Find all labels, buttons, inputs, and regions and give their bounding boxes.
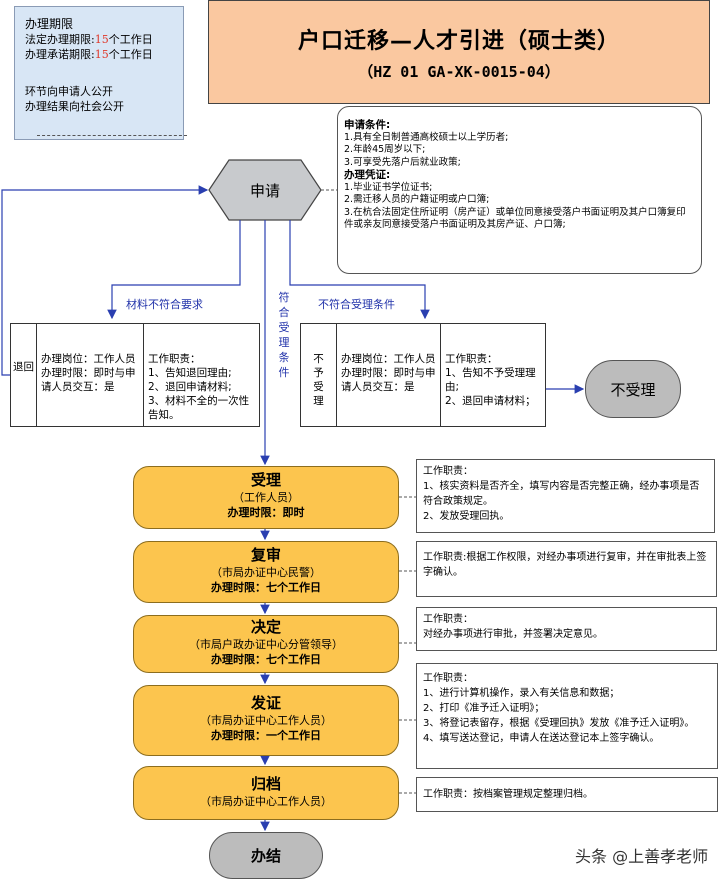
duty-line: 工作职责：: [423, 466, 473, 477]
duty-line: 1、核实资料是否齐全，填写内容是否完整正确，经办事项是否符合政策规定。: [423, 481, 700, 507]
step-issue: 发证 （市局办证中心工作人员） 办理时限：一个工作日: [133, 685, 399, 756]
step-time: 办理时限：即时: [227, 506, 305, 519]
requirement-item: 1.具有全日制普通高校硕士以上学历者;: [344, 131, 509, 143]
not-accept-duties: 工作职责： 1、告知不予受理理由; 2、退回申请材料；: [441, 324, 545, 426]
requirement-item: 3.可享受先落户后就业政策;: [344, 156, 461, 168]
requirement-item: 2.年龄45周岁以下;: [344, 144, 426, 155]
title-box: 户口迁移—人才引进（硕士类） （HZ 01 GA-XK-0015-04）: [208, 0, 710, 104]
legal-deadline-number: 15: [94, 33, 109, 46]
duty-line: 工作职责:根据工作权限，对经办事项进行复审，并在审批表上签字确认。: [423, 552, 707, 578]
return-duties: 工作职责： 1、告知退回理由; 2、退回申请材料; 3、材料不全的一次性告知。: [144, 324, 259, 426]
reject-label: 材料不符合要求: [126, 298, 203, 311]
end-node: 办结: [209, 832, 323, 879]
step-actor: （市局户政办证中心分管领导）: [189, 638, 343, 651]
accept-label: 符合受理条件: [278, 291, 290, 379]
legal-deadline: 法定办理期限:15个工作日: [25, 32, 183, 47]
return-duty-item: 2、退回申请材料;: [148, 381, 232, 393]
requirements-title: 申请条件:: [344, 119, 391, 131]
promise-deadline-number: 15: [94, 48, 109, 61]
document-item: 2.需迁移人员的户籍证明或户口簿;: [344, 194, 490, 205]
step-time: 办理时限：七个工作日: [211, 653, 321, 666]
step-name: 受理: [250, 471, 281, 489]
step-actor: （市局办证中心工作人员）: [200, 714, 332, 727]
step-name: 复审: [250, 546, 281, 564]
return-duty-item: 1、告知退回理由;: [148, 367, 232, 379]
duty-line: 对经办事项进行审批，并签署决定意见。: [423, 629, 603, 640]
step-actor: （工作人员）: [233, 491, 299, 504]
watermark: 头条 @上善孝老师: [575, 847, 709, 866]
public-note-2: 办理结果向社会公开: [25, 100, 124, 113]
step-name: 发证: [250, 694, 281, 712]
legal-deadline-unit: 个工作日: [108, 33, 153, 46]
duty-line: 3、将登记表留存，根据《受理回执》发放《准予迁入证明》。: [423, 718, 695, 729]
duty-line: 4、填写送达登记，申请人在送达登记本上签字确认。: [423, 733, 660, 744]
public-note-1: 环节向申请人公开: [25, 85, 113, 98]
not-accepted-node: 不受理: [585, 360, 681, 418]
step-review: 复审 （市局办证中心民警） 办理时限：七个工作日: [133, 541, 399, 603]
step-name: 归档: [250, 775, 281, 793]
page-title: 户口迁移—人才引进（硕士类）: [297, 29, 620, 54]
step-decide: 决定 （市局户政办证中心分管领导） 办理时限：七个工作日: [133, 615, 399, 673]
not-accept-post: 办理岗位：工作人员: [341, 353, 436, 365]
return-post: 办理岗位：工作人员: [41, 353, 136, 365]
return-duty-item: 3、材料不全的一次性告知。: [148, 395, 250, 421]
duty-line: 2、发放受理回执。: [423, 511, 510, 522]
return-duty-title: 工作职责：: [148, 353, 201, 365]
not-accept-post-info: 办理岗位：工作人员 办理时限：即时与申请人员交互：是: [337, 324, 441, 426]
duty-line: 2、打印《准予迁入证明》；: [423, 703, 545, 714]
duty-box-issue: 工作职责： 1、进行计算机操作，录入有关信息和数据； 2、打印《准予迁入证明》；…: [416, 663, 718, 769]
documents-title: 办理凭证:: [344, 169, 391, 181]
return-limit: 办理时限：即时与申请人员交互：是: [41, 367, 136, 393]
duty-line: 工作职责：按档案管理规定整理归档。: [423, 789, 593, 800]
step-time: 办理时限：七个工作日: [211, 581, 321, 594]
duty-box-accept: 工作职责： 1、核实资料是否齐全，填写内容是否完整正确，经办事项是否符合政策规定…: [416, 459, 715, 533]
legal-deadline-label: 法定办理期限:: [25, 33, 95, 46]
duty-box-review: 工作职责:根据工作权限，对经办事项进行复审，并在审批表上签字确认。: [416, 541, 717, 597]
step-actor: （市局办证中心工作人员）: [200, 795, 332, 808]
deadline-info-box: 办理期限 法定办理期限:15个工作日 办理承诺期限:15个工作日 环节向申请人公…: [14, 6, 187, 140]
promise-deadline-unit: 个工作日: [108, 48, 153, 61]
not-accept-duty-item: 1、告知不予受理理由;: [445, 367, 536, 393]
document-item: 1.毕业证书学位证书;: [344, 181, 433, 193]
deadline-title: 办理期限: [25, 17, 74, 31]
not-accept-label: 不符合受理条件: [318, 298, 395, 311]
document-code: （HZ 01 GA-XK-0015-04）: [358, 63, 560, 81]
not-accept-duty-item: 2、退回申请材料；: [445, 395, 536, 407]
step-time: 办理时限：一个工作日: [211, 729, 321, 742]
not-accept-duty-title: 工作职责：: [445, 353, 498, 365]
document-item: 3.在杭合法固定住所证明（房产证）或单位同意接受落户书面证明及其户口簿复印件或亲…: [344, 206, 686, 231]
step-actor: （市局办证中心民警）: [211, 566, 321, 579]
duty-line: 工作职责：: [423, 673, 473, 684]
promise-deadline-label: 办理承诺期限:: [25, 48, 95, 61]
return-vertical-label: 退回: [11, 324, 37, 426]
duty-line: 1、进行计算机操作，录入有关信息和数据；: [423, 688, 620, 699]
not-accept-vertical-label: 不予受理: [301, 324, 337, 426]
step-accept: 受理 （工作人员） 办理时限：即时: [133, 466, 399, 529]
apply-node-label: 申请: [249, 181, 280, 200]
duty-line: 工作职责：: [423, 614, 473, 625]
duty-box-decide: 工作职责： 对经办事项进行审批，并签署决定意见。: [416, 607, 717, 651]
promise-deadline: 办理承诺期限:15个工作日: [25, 47, 183, 62]
duty-box-archive: 工作职责：按档案管理规定整理归档。: [416, 777, 718, 812]
conditions-box: 申请条件: 1.具有全日制普通高校硕士以上学历者; 2.年龄45周岁以下; 3.…: [337, 106, 702, 274]
return-box: 退回 办理岗位：工作人员 办理时限：即时与申请人员交互：是 工作职责： 1、告知…: [10, 323, 260, 427]
not-accept-box: 不予受理 办理岗位：工作人员 办理时限：即时与申请人员交互：是 工作职责： 1、…: [300, 323, 546, 427]
return-post-info: 办理岗位：工作人员 办理时限：即时与申请人员交互：是: [37, 324, 144, 426]
step-archive: 归档 （市局办证中心工作人员）: [133, 766, 399, 820]
step-name: 决定: [250, 618, 281, 636]
not-accept-limit: 办理时限：即时与申请人员交互：是: [341, 367, 436, 393]
